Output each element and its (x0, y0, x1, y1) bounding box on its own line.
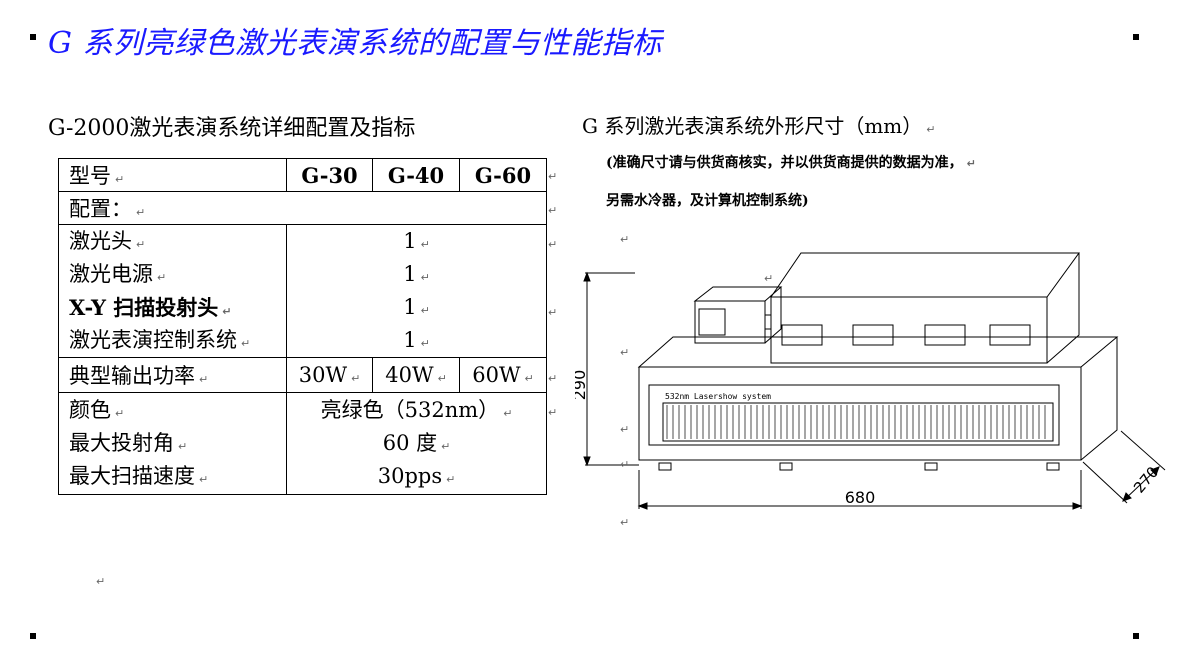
spec-labels-cell: 颜色↵ 最大投射角↵ 最大扫描速度↵ (57, 392, 288, 495)
dimension-note-line1: (准确尺寸请与供货商核实，并以供货商提供的数据为准，↵ (606, 152, 976, 172)
model-g30: G-30 (286, 158, 374, 192)
table-row-power: 典型输出功率↵ 30W↵ 40W↵ 60W↵ (57, 357, 547, 393)
spec-label: 最大扫描速度↵ (69, 464, 209, 488)
spec-value: 30pps↵ (377, 464, 456, 488)
config-heading: G-2000激光表演系统详细配置及指标 (48, 110, 415, 142)
height-dimension-label: 290 (575, 370, 589, 401)
table-row-model: 型号↵ G-30 G-40 G-60 (57, 158, 547, 192)
power-label: 典型输出功率↵ (57, 357, 288, 393)
config-label: 配置：↵ (58, 191, 547, 225)
table-row-specs: 颜色↵ 最大投射角↵ 最大扫描速度↵ 亮绿色（532nm）↵ 60 度↵ 30p… (57, 392, 547, 495)
spec-label: 最大投射角↵ (69, 431, 188, 455)
config-values-cell: 1↵ 1↵ 1↵ 1↵ (286, 224, 547, 358)
table-row-config: 配置：↵ (58, 191, 547, 225)
spec-values-cell: 亮绿色（532nm）↵ 60 度↵ 30pps↵ (286, 392, 547, 495)
config-value: 1↵ (403, 262, 430, 286)
dimension-note-line2: 另需水冷器，及计算机控制系统) (606, 190, 809, 210)
corner-bullet (30, 34, 36, 40)
paragraph-mark: ↵ (764, 272, 774, 285)
upper-module (770, 252, 1080, 364)
dimension-heading-text: G 系列激光表演系统外形尺寸（mm） (582, 114, 923, 138)
model-label: 型号↵ (57, 158, 288, 192)
config-value: 1↵ (403, 295, 430, 319)
paragraph-mark: ↵ (620, 516, 630, 529)
paragraph-mark: ↵ (548, 406, 558, 419)
spec-value: 亮绿色（532nm）↵ (320, 398, 513, 422)
config-value: 1↵ (403, 328, 430, 352)
paragraph-mark: ↵ (96, 575, 106, 588)
width-dimension-label: 680 (845, 488, 876, 507)
config-items-cell: 激光头↵ 激光电源↵ X-Y 扫描投射头↵ 激光表演控制系统↵ (57, 224, 288, 358)
dimension-heading: G 系列激光表演系统外形尺寸（mm）↵ (582, 110, 935, 139)
paragraph-mark: ↵ (548, 306, 558, 319)
model-g40: G-40 (372, 158, 460, 192)
paragraph-mark: ↵ (620, 423, 630, 436)
paragraph-mark: ↵ (548, 204, 558, 217)
paragraph-mark: ↵ (548, 170, 558, 183)
height-dimension (583, 271, 639, 467)
config-item: 激光头↵ (69, 229, 146, 253)
config-item: 激光电源↵ (69, 262, 167, 286)
corner-bullet (1133, 34, 1139, 40)
paragraph-mark: ↵ (926, 123, 936, 136)
page-title: G 系列亮绿色激光表演系统的配置与性能指标 (48, 26, 663, 61)
spec-table: 型号↵ G-30 G-40 G-60 配置：↵ 激光头↵ 激光电源↵ X-Y 扫… (57, 158, 547, 495)
table-row-config-items: 激光头↵ 激光电源↵ X-Y 扫描投射头↵ 激光表演控制系统↵ 1↵ 1↵ 1↵… (57, 224, 547, 358)
spec-label: 颜色↵ (69, 398, 125, 422)
vent-grille (662, 402, 1054, 442)
power-g30: 30W↵ (286, 357, 374, 393)
paragraph-mark: ↵ (620, 233, 630, 246)
paragraph-mark: ↵ (966, 157, 976, 170)
config-item: X-Y 扫描投射头↵ (69, 295, 232, 320)
paragraph-mark: ↵ (548, 372, 558, 385)
width-dimension (637, 470, 1083, 510)
spec-value: 60 度↵ (382, 431, 451, 455)
panel-label: 532nm Lasershow system (665, 392, 771, 401)
laser-head-module (693, 286, 783, 344)
power-g60: 60W↵ (459, 357, 547, 393)
base-cabinet (637, 336, 1119, 471)
paragraph-mark: ↵ (620, 458, 630, 471)
corner-bullet (30, 633, 36, 639)
paragraph-mark: ↵ (620, 346, 630, 359)
config-heading-text: G-2000激光表演系统详细配置及指标 (48, 116, 416, 141)
paragraph-mark: ↵ (548, 238, 558, 251)
power-g40: 40W↵ (372, 357, 460, 393)
note-text-1: (准确尺寸请与供货商核实，并以供货商提供的数据为准， (606, 155, 963, 171)
depth-dimension (1082, 430, 1166, 504)
note-text-2: 另需水冷器，及计算机控制系统) (606, 193, 809, 209)
config-item: 激光表演控制系统↵ (69, 328, 251, 352)
config-value: 1↵ (403, 229, 430, 253)
dimension-drawing: 532nm Lasershow system 290 680 270 (575, 252, 1166, 510)
model-g60: G-60 (459, 158, 547, 192)
corner-bullet (1133, 633, 1139, 639)
